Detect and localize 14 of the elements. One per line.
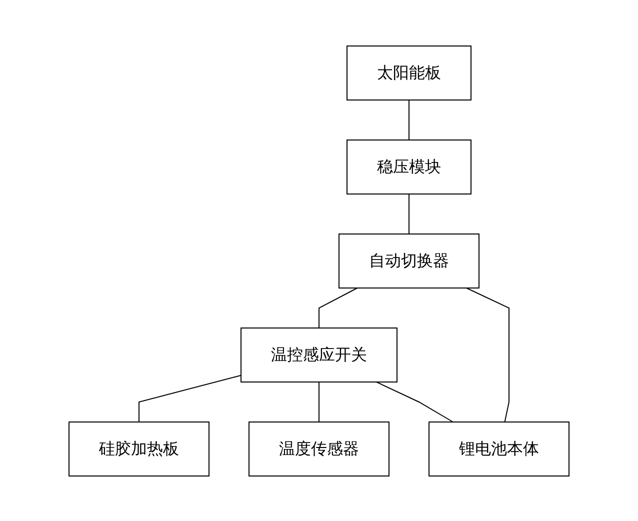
node-box: 温度传感器 bbox=[248, 421, 390, 476]
connector bbox=[466, 287, 510, 422]
connector bbox=[376, 381, 454, 422]
node-box: 自动切换器 bbox=[338, 233, 480, 288]
node-box: 温控感应开关 bbox=[240, 327, 398, 382]
connector bbox=[408, 99, 410, 140]
node-box: 锂电池本体 bbox=[428, 421, 570, 476]
node-box: 稳压模块 bbox=[346, 139, 472, 194]
connector bbox=[138, 374, 242, 422]
connector bbox=[408, 193, 410, 234]
connector bbox=[318, 287, 358, 328]
node-box: 硅胶加热板 bbox=[68, 421, 210, 476]
node-box: 太阳能板 bbox=[346, 45, 472, 100]
connector bbox=[318, 381, 320, 422]
